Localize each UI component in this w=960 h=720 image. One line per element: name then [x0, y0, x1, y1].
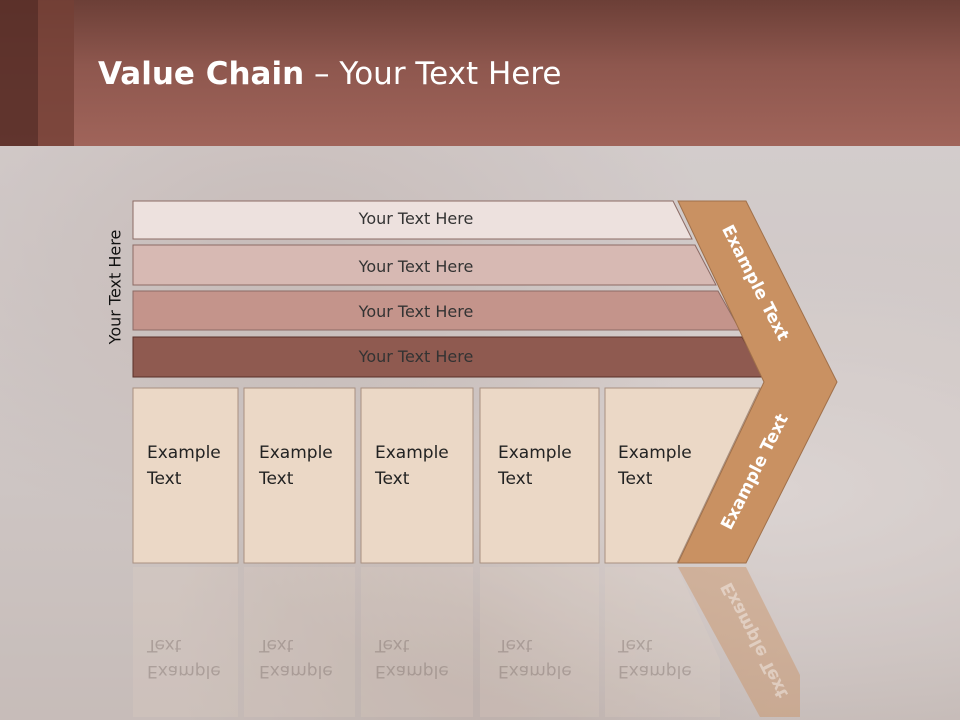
box-2-reflection: Example Text [259, 635, 333, 681]
box-5-reflection: Example Text [618, 635, 692, 681]
box-4-label: Example Text [498, 443, 572, 489]
header-stripe [38, 0, 74, 146]
bar-1 [132, 200, 693, 240]
box-4-reflection: Example Text [498, 635, 572, 681]
bar-1-label: Your Text Here [358, 209, 474, 228]
bar-4-label: Your Text Here [358, 347, 474, 366]
box-5 [604, 387, 761, 564]
box-1-label: Example Text [147, 443, 221, 489]
chevron-arrow [677, 200, 838, 564]
box-1-reflection: Example Text [147, 635, 221, 681]
box-3-reflection: Example Text [375, 635, 449, 681]
title-bold: Value Chain [98, 56, 305, 92]
box-5-label: Example Text [618, 443, 692, 489]
box-3 [360, 387, 474, 564]
chevron-reflection [678, 567, 800, 717]
box-2 [243, 387, 356, 564]
box-3-label: Example Text [375, 443, 449, 489]
bar-3-label: Your Text Here [358, 302, 474, 321]
reflection [133, 567, 720, 717]
box-1 [132, 387, 239, 564]
bar-2 [132, 244, 717, 286]
slide-title: Value Chain – Your Text Here [98, 52, 561, 96]
title-rest: – Your Text Here [304, 56, 562, 92]
header-bar: Value Chain – Your Text Here [0, 0, 960, 146]
box-2-label: Example Text [259, 443, 333, 489]
header-stripe [0, 0, 38, 146]
bar-2-label: Your Text Here [358, 257, 474, 276]
box-4 [479, 387, 600, 564]
